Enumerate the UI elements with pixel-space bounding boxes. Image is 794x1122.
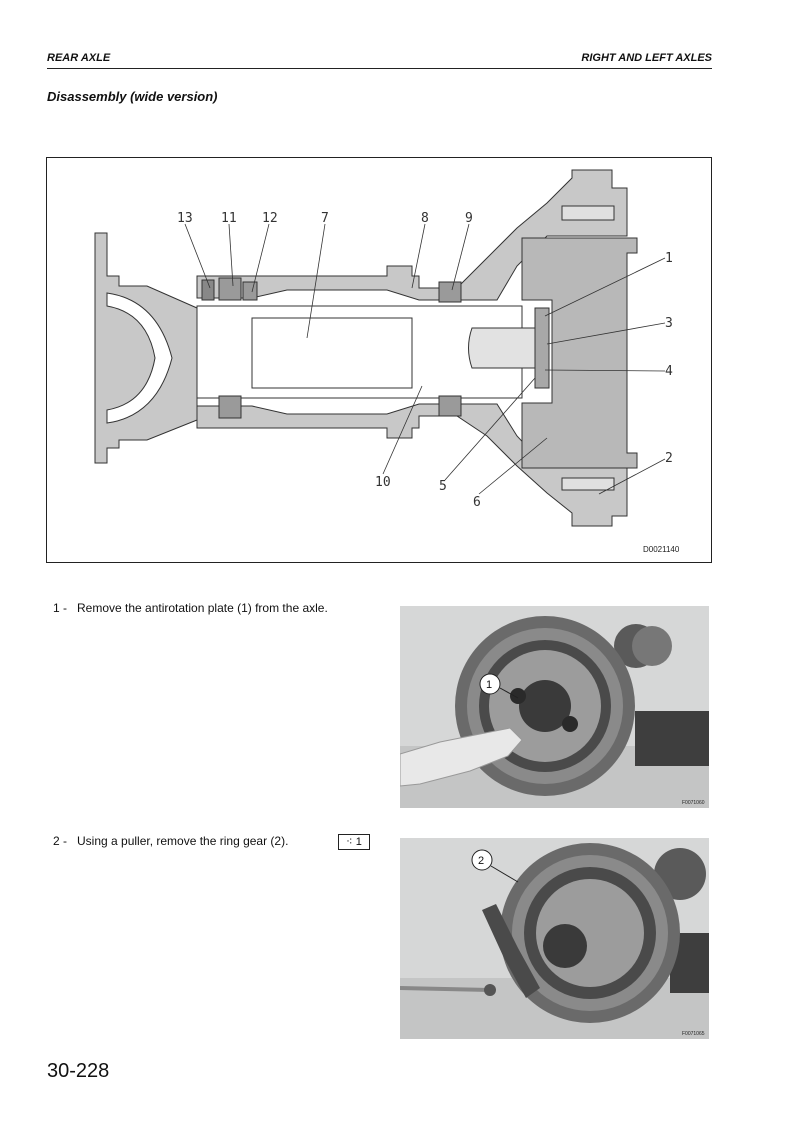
- hand-image: [400, 727, 523, 787]
- header-rule: [47, 68, 712, 69]
- bearing-9: [438, 281, 462, 303]
- photo-1-callout: 1: [486, 679, 492, 691]
- photo-remove-ring-gear: 2 F0071065: [400, 838, 709, 1039]
- callout-6: 6: [473, 495, 481, 510]
- reference-number: 1: [355, 836, 362, 848]
- puller-tool-image: [482, 904, 540, 998]
- photo-2-callout: 2: [478, 855, 484, 867]
- callout-3: 3: [665, 316, 673, 331]
- reference-symbol-icon: ⁖: [346, 836, 353, 848]
- header-section: REAR AXLE: [47, 52, 111, 64]
- callout-13: 13: [177, 211, 193, 226]
- callout-9: 9: [465, 211, 473, 226]
- photo-2-code: F0071065: [682, 1031, 705, 1037]
- antirotation-plate: [534, 307, 550, 389]
- callout-8: 8: [421, 211, 429, 226]
- photo-remove-plate: 1 F0071060: [400, 606, 709, 808]
- callout-4: 4: [665, 364, 673, 379]
- photo-1-code: F0071060: [682, 800, 705, 806]
- seal-13: [201, 279, 215, 301]
- step-2-text: Using a puller, remove the ring gear (2)…: [77, 834, 289, 848]
- wheel-flange: [94, 232, 198, 464]
- page-number: 30-228: [47, 1060, 110, 1082]
- callout-5: 5: [439, 479, 447, 494]
- header-topic: RIGHT AND LEFT AXLES: [581, 52, 712, 64]
- callout-11: 11: [221, 211, 237, 226]
- step-1: 1 - Remove the antirotation plate (1) fro…: [53, 601, 328, 615]
- bearing-11: [218, 277, 242, 301]
- wheel-hub: [521, 237, 638, 469]
- axle-end: [468, 327, 536, 369]
- bearing-12: [242, 281, 258, 301]
- callout-1: 1: [665, 251, 673, 266]
- step-2-number: 2 -: [53, 834, 68, 848]
- reference-mark: ⁖ 1: [338, 834, 370, 850]
- callout-7: 7: [321, 211, 329, 226]
- section-title: Disassembly (wide version): [47, 89, 218, 104]
- callout-10: 10: [375, 475, 391, 490]
- ring-gear: [561, 477, 615, 491]
- callout-2: 2: [665, 451, 673, 466]
- step-2: 2 - Using a puller, remove the ring gear …: [53, 834, 288, 848]
- callout-12: 12: [262, 211, 278, 226]
- step-1-number: 1 -: [53, 601, 68, 615]
- diagram-code: D0021140: [643, 545, 680, 554]
- step-1-text: Remove the antirotation plate (1) from t…: [77, 601, 328, 615]
- axle-section-diagram: 13 11 12 7 8 9 1 3 4 2 10 5 6 D0021140: [46, 157, 712, 563]
